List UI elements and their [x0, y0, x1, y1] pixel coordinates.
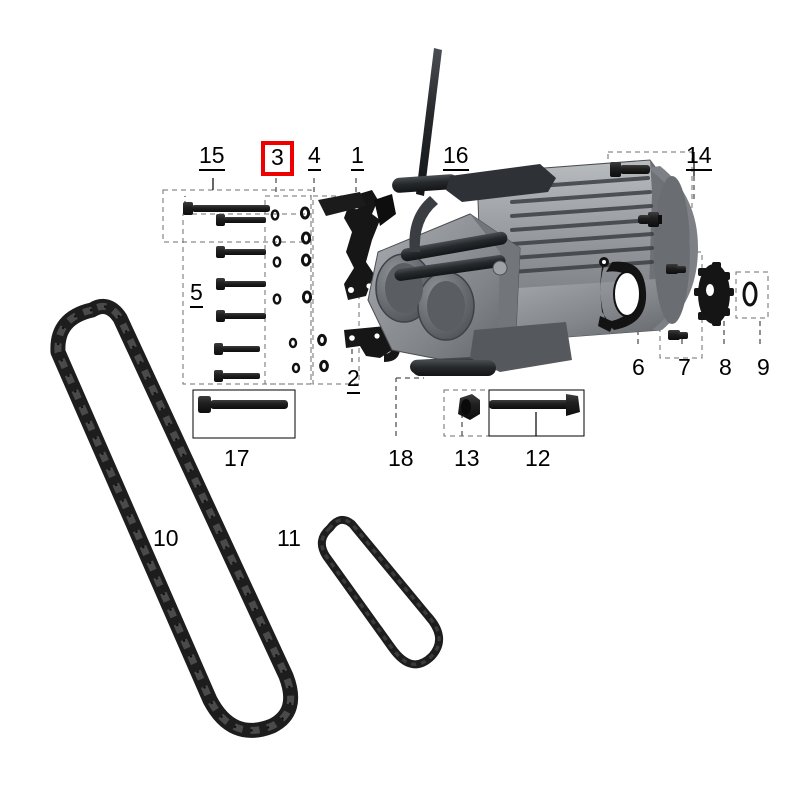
- part-drive-sprocket: [694, 262, 734, 326]
- part-drive-chain-small: [317, 515, 443, 669]
- part-washer-ring: [742, 281, 758, 307]
- callout-15[interactable]: 15: [199, 144, 225, 171]
- callout-8[interactable]: 8: [719, 354, 732, 380]
- part-hex-bolt-pair: [610, 162, 662, 227]
- part-bolt-set: [214, 214, 266, 382]
- callout-6[interactable]: 6: [632, 354, 645, 380]
- callout-9[interactable]: 9: [757, 354, 770, 380]
- callout-5[interactable]: 5: [190, 281, 203, 308]
- part-long-bolt: [183, 202, 270, 215]
- callout-11[interactable]: 11: [277, 525, 301, 551]
- engine-assembly: [318, 159, 698, 376]
- callout-7[interactable]: 7: [678, 354, 691, 380]
- callout-14[interactable]: 14: [686, 144, 712, 171]
- leader-lines-solid: [212, 152, 695, 436]
- callout-2[interactable]: 2: [347, 367, 360, 394]
- callout-18[interactable]: 18: [388, 445, 414, 471]
- part-long-through-bolt: [198, 396, 288, 413]
- part-drive-chain-large: [50, 298, 299, 738]
- group-boxes-solid: [192, 389, 585, 439]
- part-shift-lever-rod: [416, 48, 442, 196]
- part-chain-guard-ring: [598, 257, 647, 332]
- callout-3[interactable]: 3: [261, 141, 294, 176]
- part-axle-bolt: [489, 394, 580, 416]
- part-upper-mount-bracket: [344, 190, 396, 300]
- callout-4[interactable]: 4: [308, 144, 321, 171]
- callout-17[interactable]: 17: [224, 445, 250, 471]
- callout-10[interactable]: 10: [153, 525, 179, 551]
- callout-1[interactable]: 1: [351, 144, 364, 171]
- part-hex-nut: [458, 394, 480, 420]
- part-short-bolt-pair: [666, 264, 688, 340]
- callout-12[interactable]: 12: [525, 445, 551, 471]
- callout-13[interactable]: 13: [454, 445, 480, 471]
- callout-16[interactable]: 16: [443, 144, 469, 171]
- part-gasket-plate-outer: [299, 206, 329, 373]
- part-gasket-plate-inner: [270, 209, 301, 374]
